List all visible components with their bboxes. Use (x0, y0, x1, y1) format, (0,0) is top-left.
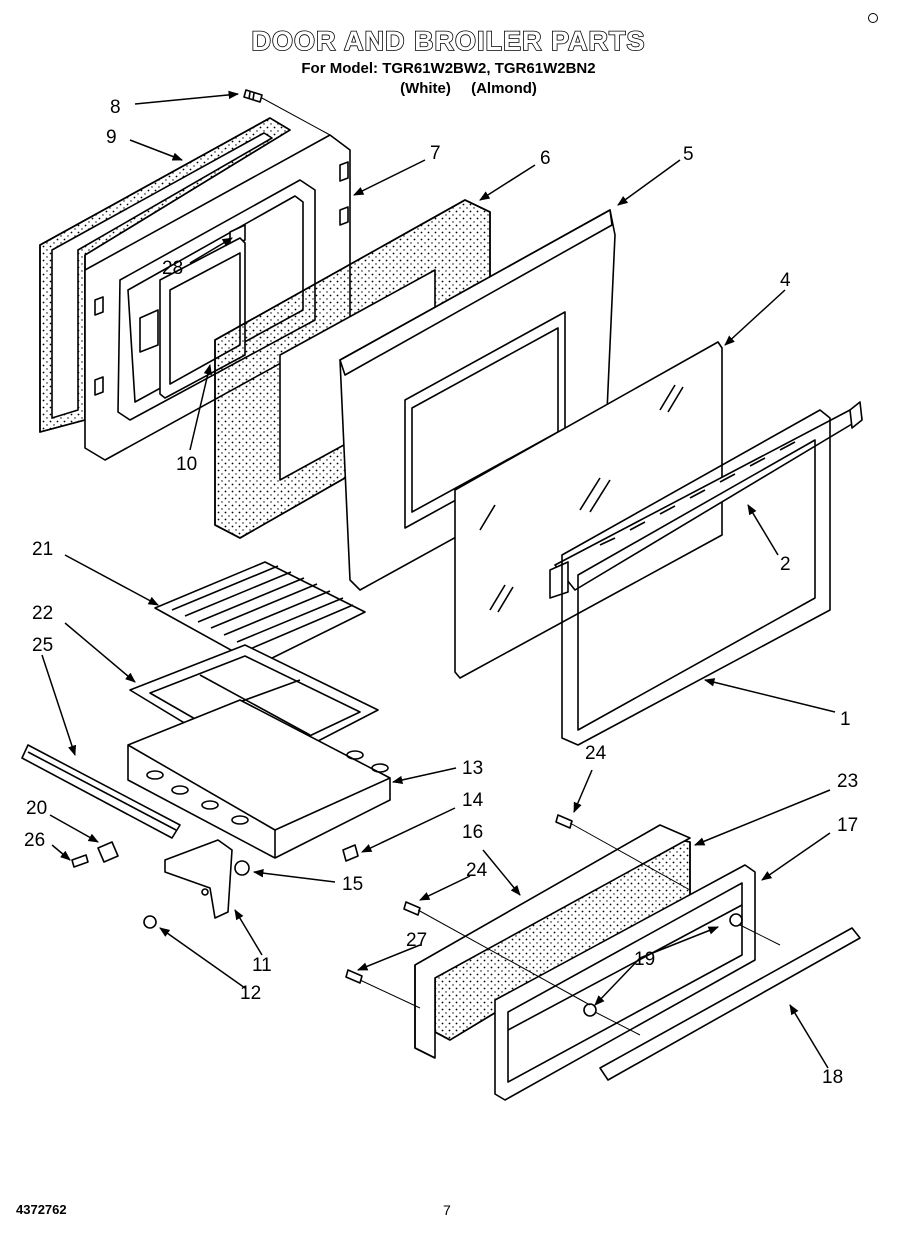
callout-14: 14 (462, 790, 484, 811)
part-support-11 (164, 839, 233, 919)
callout-2: 2 (780, 554, 791, 575)
part-drawer-13 (127, 699, 391, 859)
page-number: 7 (443, 1202, 451, 1218)
part-number: 4372762 (16, 1202, 67, 1217)
callout-5: 5 (683, 144, 694, 165)
part-clip-20 (97, 841, 119, 863)
callout-26: 26 (24, 830, 45, 851)
callout-24-lower: 24 (466, 860, 488, 881)
part-plug-12 (143, 915, 157, 929)
part-trim-18 (599, 927, 861, 1081)
part-screw-26 (71, 854, 89, 868)
part-panel-17 (494, 864, 756, 1101)
callout-1: 1 (840, 709, 851, 730)
part-screw-8 (243, 89, 263, 103)
callout-20: 20 (26, 798, 47, 819)
part-grid-21 (154, 561, 366, 666)
callout-4: 4 (780, 270, 791, 291)
part-bracket-14 (342, 844, 359, 862)
part-glass-4 (454, 341, 723, 679)
part-screw-24b (403, 901, 421, 916)
callout-7: 7 (430, 143, 441, 164)
callout-15: 15 (342, 874, 363, 895)
part-gasket-9 (39, 117, 291, 433)
callout-13: 13 (462, 758, 483, 779)
callout-25: 25 (32, 635, 53, 656)
callout-6: 6 (540, 148, 551, 169)
callout-24-upper: 24 (585, 743, 607, 764)
part-drawer-front-16 (414, 824, 691, 1059)
callout-22: 22 (32, 603, 53, 624)
callout-27: 27 (406, 930, 427, 951)
callout-10: 10 (176, 454, 197, 475)
callout-11: 11 (252, 955, 272, 976)
callout-8: 8 (110, 97, 121, 118)
callout-19: 19 (634, 949, 655, 970)
part-ring-15 (234, 860, 250, 876)
part-screw-24a (555, 814, 573, 829)
part-rail-25 (21, 744, 181, 839)
callout-28: 28 (162, 258, 183, 279)
callout-17: 17 (837, 815, 858, 836)
corner-mark (868, 13, 878, 23)
color-variants: (White) (Almond) (0, 80, 897, 97)
variant-white: (White) (400, 80, 451, 97)
page-title: DOOR AND BROILER PARTS (251, 25, 646, 57)
callout-9: 9 (106, 127, 117, 148)
callout-21: 21 (32, 539, 53, 560)
model-line: For Model: TGR61W2BW2, TGR61W2BN2 (301, 60, 596, 77)
callout-12: 12 (240, 983, 261, 1004)
callout-23: 23 (837, 771, 858, 792)
part-frame-1 (561, 409, 831, 746)
callout-16: 16 (462, 822, 483, 843)
part-screw-27 (345, 969, 363, 984)
callout-18: 18 (822, 1067, 843, 1088)
variant-almond: (Almond) (471, 80, 537, 97)
